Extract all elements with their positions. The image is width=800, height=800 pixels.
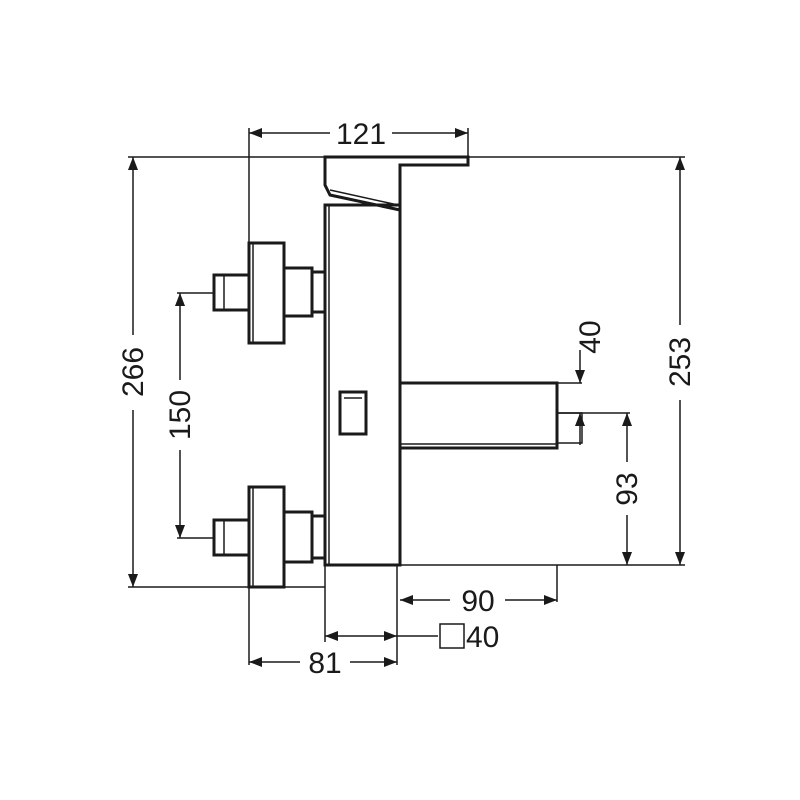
dimension-lines — [128, 128, 685, 667]
dim-121-label: 121 — [336, 118, 386, 151]
dim-40-spout-label: 40 — [574, 320, 607, 353]
dim-93-label: 93 — [611, 472, 644, 505]
dim-81-label: 81 — [308, 647, 341, 680]
lower-inlet-connector — [212, 485, 327, 589]
dim-266-label: 266 — [117, 347, 150, 397]
square-section-icon — [439, 623, 465, 649]
dim-square-40-label: 40 — [466, 621, 499, 654]
extension-lines — [128, 128, 685, 665]
mixer-body — [323, 155, 583, 567]
dim-150-label: 150 — [164, 390, 197, 440]
dimension-labels: 121 266 150 253 93 40 90 40 81 — [117, 118, 697, 680]
dim-90-label: 90 — [461, 585, 494, 618]
dim-253-label: 253 — [664, 337, 697, 387]
upper-inlet-connector — [212, 241, 327, 345]
